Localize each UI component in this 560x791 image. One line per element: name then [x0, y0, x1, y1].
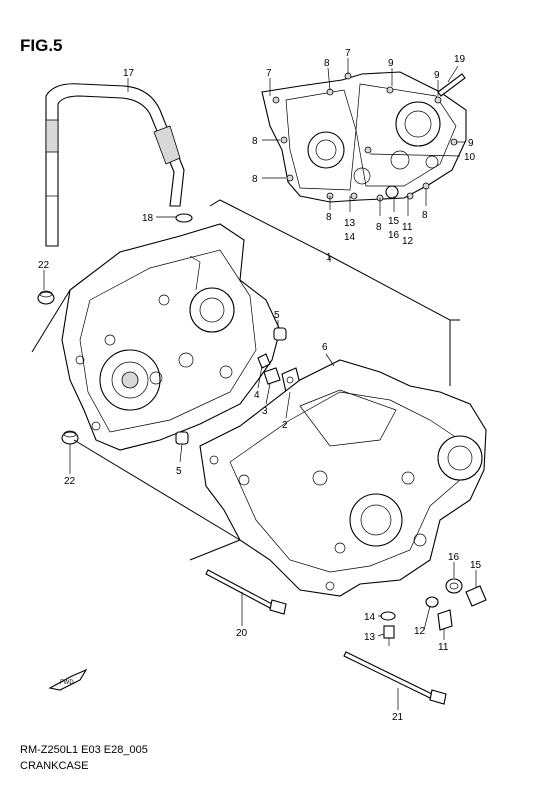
callout-16: 16	[448, 552, 460, 563]
plug-upper	[37, 290, 55, 305]
diagram-code: RM-Z250L1 E03 E28_005	[20, 744, 148, 756]
callout-14: 14	[344, 232, 356, 243]
bolt-20	[205, 569, 287, 615]
drain-plug-parts	[425, 578, 487, 631]
callout-7: 7	[266, 68, 272, 79]
callout-13: 13	[364, 632, 376, 643]
callout-1: 1	[326, 252, 332, 263]
callout-16: 16	[388, 230, 400, 241]
callout-19: 19	[454, 54, 466, 65]
diagram-name: CRANKCASE	[20, 760, 89, 772]
callout-13: 13	[344, 218, 356, 229]
callout-labels: 17 7 8 7 9 19 9 8 9 10 8 8 13 14 8 15 16…	[38, 48, 482, 723]
svg-text:FWD: FWD	[60, 680, 74, 686]
callout-8: 8	[376, 222, 382, 233]
callout-22: 22	[64, 476, 76, 487]
breather-hose	[45, 83, 185, 247]
callout-5: 5	[176, 466, 182, 477]
callout-12: 12	[402, 236, 414, 247]
callout-18: 18	[142, 213, 154, 224]
fwd-arrow-icon: FWD	[48, 668, 88, 691]
callout-12: 12	[414, 626, 426, 637]
inset-case-bolt-view	[261, 71, 467, 203]
hose-clip	[175, 213, 193, 223]
callout-14: 14	[364, 612, 376, 623]
callout-2: 2	[282, 420, 288, 431]
callout-9: 9	[468, 138, 474, 149]
callout-11: 11	[402, 222, 413, 233]
bolt-13-washer-14	[380, 611, 396, 646]
callout-10: 10	[464, 152, 476, 163]
inset-bolt-holes	[272, 72, 458, 202]
callout-8: 8	[324, 58, 330, 69]
callout-15: 15	[388, 216, 400, 227]
callout-17: 17	[123, 68, 135, 79]
callout-9: 9	[434, 70, 440, 81]
callout-7: 7	[345, 48, 351, 59]
callout-6: 6	[322, 342, 328, 353]
callout-5: 5	[274, 310, 280, 321]
callout-3: 3	[262, 406, 268, 417]
callout-9: 9	[388, 58, 394, 69]
callout-leaders	[43, 58, 477, 710]
callout-8: 8	[422, 210, 428, 221]
callout-20: 20	[236, 628, 248, 639]
callout-22: 22	[38, 260, 50, 271]
figure-title: FIG.5	[20, 36, 63, 55]
callout-4: 4	[254, 390, 260, 401]
callout-11: 11	[438, 642, 449, 653]
callout-8: 8	[252, 174, 258, 185]
right-crankcase-half	[199, 359, 487, 597]
left-crankcase-half	[61, 223, 281, 451]
callout-8: 8	[252, 136, 258, 147]
plug-lower	[61, 430, 79, 445]
bolt-21	[343, 651, 447, 705]
callout-15: 15	[470, 560, 482, 571]
callout-8: 8	[326, 212, 332, 223]
callout-21: 21	[392, 712, 404, 723]
assembly-bracket-lower	[31, 289, 241, 561]
